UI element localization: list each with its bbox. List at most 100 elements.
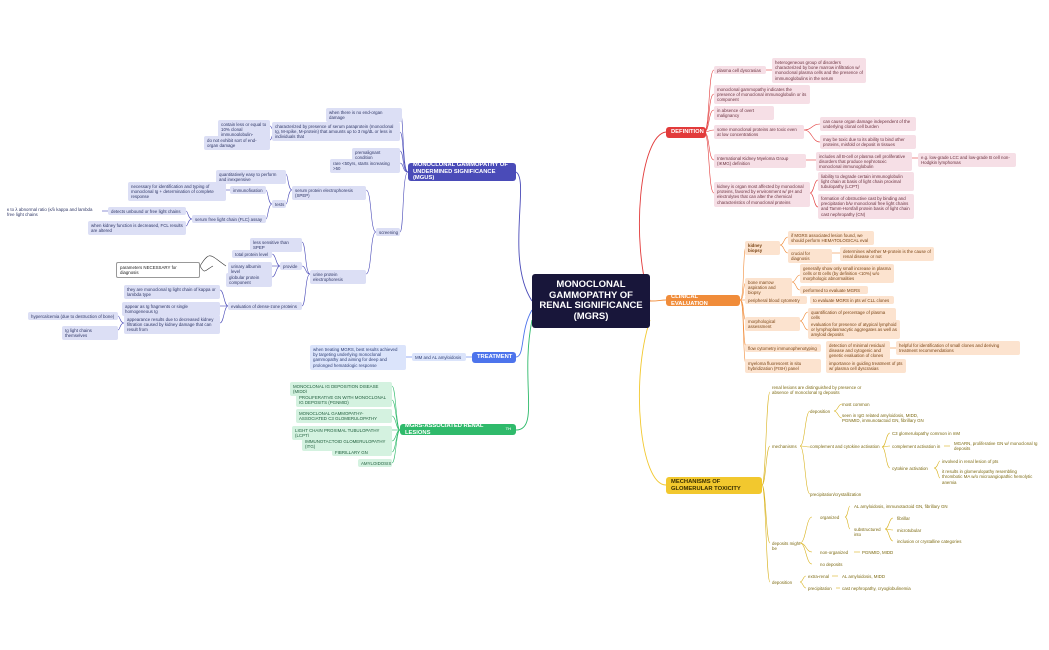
def-absence[interactable]: in absence of overt malignancy xyxy=(714,106,774,120)
def-pcd-desc[interactable]: heterogeneous group of disorders charact… xyxy=(772,58,866,83)
clin-diagnosis[interactable]: crucial for diagnosis xyxy=(788,249,832,263)
mgus-ife-a[interactable]: necessary for identification and typing … xyxy=(128,182,226,202)
mgus-flc[interactable]: serum free light chain (FLC) assay xyxy=(192,215,266,224)
mgus-tp[interactable]: total protein level xyxy=(232,250,272,259)
treat-mm[interactable]: MM and AL amyloidosis xyxy=(412,353,466,362)
branch-clinical-evaluation[interactable]: CLINICAL EVALUATION xyxy=(666,294,740,307)
branch-mgus[interactable]: MONOCLONAL GAMMOPATHY OF UNDERMINED SIGN… xyxy=(408,162,516,181)
mech-comp-b[interactable]: complement activation in xyxy=(892,444,941,449)
def-mg[interactable]: monoclonal gammopathy indicates the pres… xyxy=(714,85,810,105)
mech-extra-a[interactable]: AL amyloidosis, MIDD xyxy=(842,574,886,579)
clin-biopsy-a[interactable]: if MGRS associated lesion found, we shou… xyxy=(788,231,874,245)
mech-precip[interactable]: precipitation/crystallization xyxy=(810,492,862,497)
mgus-gc[interactable]: globular protein component xyxy=(226,273,272,287)
mgus-flc-a[interactable]: detects unbound or free light chains xyxy=(108,207,186,216)
mech-nonorg[interactable]: non-organized xyxy=(820,550,849,555)
treat-desc[interactable]: when treating MGRS, best results achieve… xyxy=(310,345,406,370)
mgus-spep-a[interactable]: quantitatively easy to perform and inexp… xyxy=(216,170,286,184)
def-pcd[interactable]: plasma cell dyscrasias xyxy=(714,66,766,75)
def-kidney-b[interactable]: formation of obstructive cast by binding… xyxy=(818,194,914,219)
mech-substruct[interactable]: substructured into xyxy=(854,527,881,538)
clin-marrow[interactable]: bone marrow aspiration and biopsy xyxy=(745,278,792,298)
mgus-premal[interactable]: premalignant condition xyxy=(352,148,400,162)
clin-flow-a[interactable]: detection of minimal residual disease an… xyxy=(826,341,890,361)
mgus-ife[interactable]: immunofixation xyxy=(230,186,266,195)
def-kidney[interactable]: kidney is organ most affected by monoclo… xyxy=(714,182,810,207)
mech-comp-a[interactable]: C3 glomerulopathy common in mM xyxy=(892,431,961,436)
def-imwg[interactable]: International Kidney Myeloma Group (IKMG… xyxy=(714,154,806,168)
central-topic[interactable]: MONOCLONAL GAMMOPATHY OF RENAL SIGNIFICA… xyxy=(532,274,650,328)
mgus-rare[interactable]: rare <50yrs, starts increasing >50 xyxy=(330,159,400,173)
def-toxic[interactable]: some monoclonal proteins are toxic even … xyxy=(714,125,804,139)
mgus-char[interactable]: characterized by presence of serum parap… xyxy=(272,122,400,142)
lesion-fibrillary[interactable]: FIBRILLARY GN xyxy=(332,448,392,457)
def-imwg-b[interactable]: e.g. low-grade LCC and low-grade B cell … xyxy=(918,153,1016,167)
mech-extra[interactable]: extra-renal xyxy=(808,574,829,579)
branch-treatment[interactable]: TREATMENT xyxy=(472,352,516,363)
mech-deposits[interactable]: deposits might be xyxy=(772,541,801,552)
mgus-flc-b[interactable]: when kidney function is decreased, FCL r… xyxy=(88,221,186,235)
lesion-lcpt[interactable]: LIGHT CHAIN PROXIMAL TUBULOPATHY (LCPT) xyxy=(292,426,392,440)
branch-mechanisms[interactable]: MECHANISMS OF GLOMERULAR TOXICITY xyxy=(666,477,762,494)
def-imwg-a[interactable]: includes all B-cell or plasma cell proli… xyxy=(816,152,912,172)
mgus-dense-a[interactable]: they are monoclonal Ig light chain of ka… xyxy=(124,285,220,299)
clin-cytometry[interactable]: peripheral blood cytometry xyxy=(745,296,807,305)
mech-mechanisms[interactable]: mechanisms xyxy=(772,444,797,449)
mech-cyto-b[interactable]: it results in glomerulopathy resembling … xyxy=(942,469,1033,485)
mech-intro[interactable]: renal lesions are distinguished by prese… xyxy=(772,385,862,396)
mgus-param[interactable]: parameters NECESSARY for diagnosis xyxy=(116,262,200,278)
clin-flow-b[interactable]: helpful for identification of small clon… xyxy=(896,341,1020,355)
clin-flow[interactable]: flow cytometry immunophenotyping xyxy=(745,344,821,353)
mgus-screening[interactable]: screening xyxy=(376,228,400,237)
clin-fish[interactable]: myeloma fluorescent in situ hybridizatio… xyxy=(745,359,821,373)
mgus-noend[interactable]: when there is no end-organ damage xyxy=(326,108,402,122)
branch-definition[interactable]: DEFINITION xyxy=(666,127,706,138)
def-toxic-a[interactable]: can cause organ damage independent of th… xyxy=(820,117,916,131)
mgus-dense[interactable]: evaluation of dense-zone proteins xyxy=(228,302,302,311)
mgus-upep[interactable]: urine protein electrophoresis xyxy=(310,270,366,284)
mgus-lcthem[interactable]: Ig light chains themselves xyxy=(62,326,118,340)
mech-cyto[interactable]: cytokine activation xyxy=(892,466,928,471)
mech-complement[interactable]: complement and cytokine activation xyxy=(810,444,880,449)
clin-cytometry-a[interactable]: to evaluate MGRS in pts w/ CLL clones xyxy=(810,296,894,305)
mech-org-a[interactable]: AL amyloidosis, immunotactoid GN, fibril… xyxy=(854,504,948,509)
mech-inclusion[interactable]: inclusion or crystalline categories xyxy=(897,539,962,544)
mgus-upep-a[interactable]: less sensitive than SPEP xyxy=(250,238,302,252)
clin-marrow-b[interactable]: performed to evaluate MGRS xyxy=(800,286,868,295)
clin-diagnosis-a[interactable]: determines whether M-protein is the caus… xyxy=(840,247,934,261)
mech-deposition[interactable]: deposition xyxy=(810,409,831,414)
mgus-flc-a1[interactable]: κ to λ abnormal ratio (κ/λ kappa and lam… xyxy=(7,206,93,217)
lesion-midd[interactable]: MONOCLONAL IG DEPOSITION DISEASE (MIDD) xyxy=(290,382,392,396)
clin-biopsy[interactable]: kidney biopsy xyxy=(745,241,780,255)
clin-marrow-a[interactable]: generally show only small increase in pl… xyxy=(800,264,894,284)
mech-precip2[interactable]: precipitation xyxy=(808,586,832,591)
def-kidney-a[interactable]: liability to degrade certain immunoglobu… xyxy=(818,172,914,192)
mech-nonorg-a[interactable]: PGNMID, MIDD xyxy=(862,550,894,555)
lesion-pgnmid[interactable]: PROLIFERATIVE GN WITH MONOCLONAL IG DEPO… xyxy=(296,393,392,407)
lesion-c3g[interactable]: MONOCLONAL GAMMOPATHY-ASSOCIATED C3 GLOM… xyxy=(296,409,392,423)
mech-micro[interactable]: microtubular xyxy=(897,528,922,533)
mgus-spep[interactable]: serum protein electrophoresis (SPEP) xyxy=(292,186,366,200)
mech-comp-b1[interactable]: MGARN, proliferative GN w/ monoclonal Ig… xyxy=(954,441,1038,452)
mech-organized[interactable]: organized xyxy=(820,515,840,520)
mgus-dense-c[interactable]: appearance results due to decreased kidn… xyxy=(124,315,220,335)
mgus-ua[interactable]: urinary albumin level xyxy=(228,262,272,276)
clin-morph-b[interactable]: evaluation for presence of atypical lymp… xyxy=(808,320,900,340)
mech-dep-b[interactable]: seen in IgG related amyloidosis, MIDD, P… xyxy=(842,413,924,424)
mech-cyto-a[interactable]: involved in renal lesion of pts xyxy=(942,459,999,464)
clin-morph-a[interactable]: quantification of percentage of plasma c… xyxy=(808,308,896,322)
mech-dep-a[interactable]: most common xyxy=(842,402,870,407)
mgus-hyper[interactable]: hypercalcemia (due to destruction of bon… xyxy=(28,312,118,321)
mech-deposition2[interactable]: deposition xyxy=(772,580,793,585)
mgus-char-b[interactable]: do not exhibit sort of end-organ damage xyxy=(204,136,270,150)
def-toxic-b[interactable]: may be toxic due to its ability to bind … xyxy=(820,135,916,149)
mgus-tests[interactable]: tests xyxy=(272,200,286,209)
clin-morph[interactable]: morphological assessment xyxy=(745,317,800,331)
mgus-dense-b[interactable]: appear as Ig fragments or single homogen… xyxy=(122,302,220,316)
mech-precip2-a[interactable]: cast nephropathy, cryoglobulinemia xyxy=(842,586,911,591)
lesion-amyloidosis[interactable]: AMYLOIDOSIS xyxy=(358,459,392,468)
mech-nodep[interactable]: no deposits xyxy=(820,562,843,567)
mgus-provide[interactable]: provide xyxy=(280,262,302,271)
lesion-itg[interactable]: IMMUNOTACTOID GLOMERULOPATHY (ITG) xyxy=(302,437,392,451)
